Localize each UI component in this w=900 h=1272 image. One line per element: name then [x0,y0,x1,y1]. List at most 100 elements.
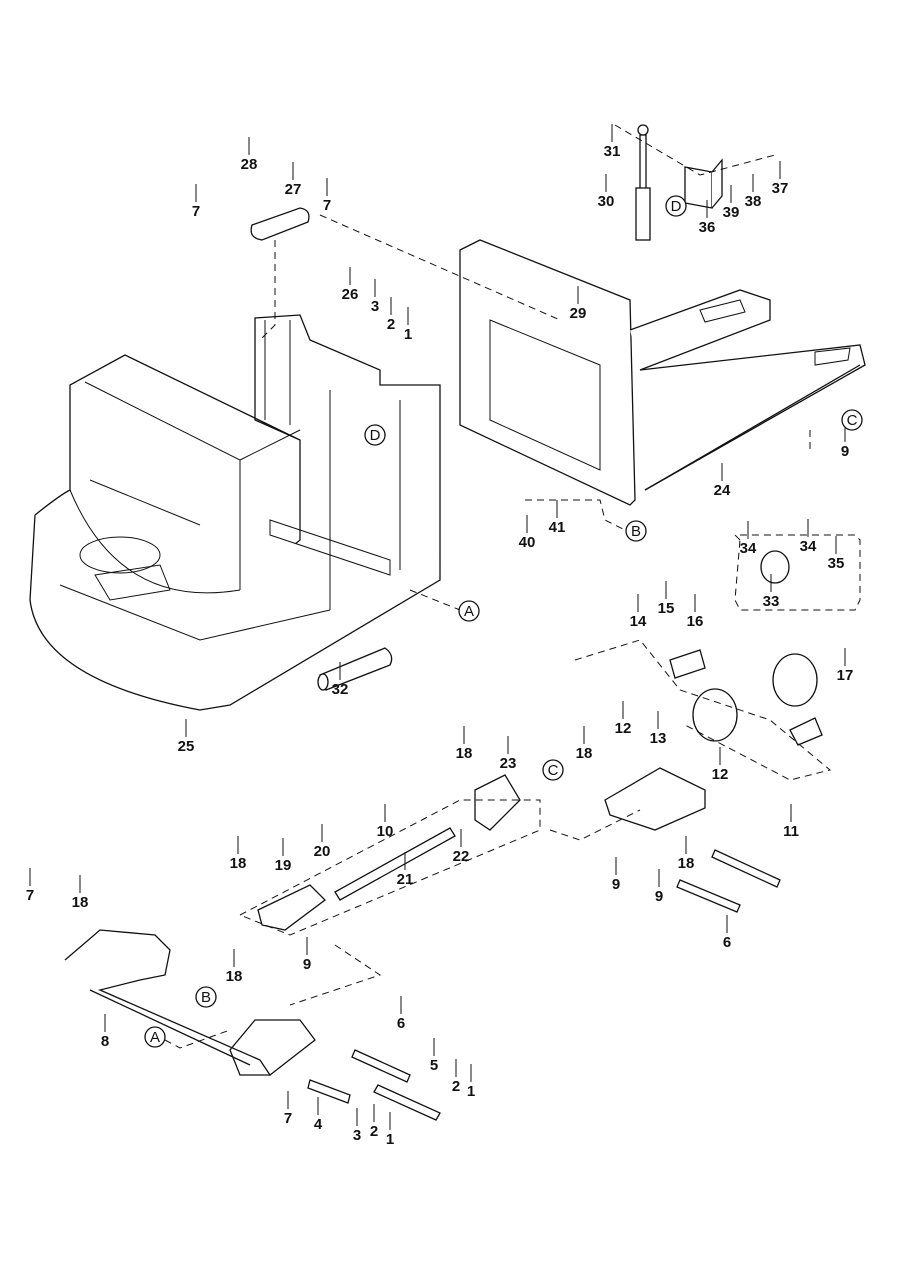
reference-marker-a: A [458,600,480,622]
part-label: 14 [630,613,647,630]
part-label: 2 [370,1123,378,1140]
reference-letter: C [847,412,858,429]
part-label: 21 [397,871,414,888]
reference-marker-a: A [144,1026,166,1048]
part-label: 1 [467,1083,475,1100]
part-label: 11 [783,823,799,840]
part-label: 31 [604,143,621,160]
reference-circle [841,409,863,431]
part-label: 10 [377,823,394,840]
reference-letter: A [150,1029,160,1046]
part-label: 18 [230,855,247,872]
part-label: 1 [386,1131,394,1148]
part-label: 19 [275,857,292,874]
gas-spring [635,124,651,241]
reference-marker-d: D [665,195,687,217]
part-label: 8 [101,1033,109,1050]
part-label: 15 [658,600,675,617]
part-label: 38 [745,193,762,210]
part-label: 24 [714,482,731,499]
link-arm [250,207,310,241]
part-label: 2 [452,1078,460,1095]
part-label: 9 [303,956,311,973]
part-label: 37 [772,180,789,197]
part-label: 34 [740,540,757,557]
push-rod [257,774,521,931]
part-label: 34 [800,538,817,555]
part-label: 5 [430,1057,438,1074]
reference-letter: A [464,603,474,620]
bogie [604,767,706,831]
part-label: 3 [371,298,379,315]
reference-letter: D [370,427,381,444]
bracket [684,158,723,209]
part-label: 25 [178,738,195,755]
reference-letter: D [671,198,682,215]
reference-circle [364,424,386,446]
part-label: 18 [576,745,593,762]
reference-marker-b: B [195,986,217,1008]
part-label: 6 [397,1015,405,1032]
part-label: 32 [332,681,349,698]
reference-circle [625,520,647,542]
part-label: 3 [353,1127,361,1144]
part-label: 39 [723,204,740,221]
part-label: 1 [404,326,412,343]
reference-markers: D D C B A C B A [144,195,863,1048]
reference-circle [195,986,217,1008]
part-label: 29 [570,305,587,322]
reference-circle [542,759,564,781]
reference-marker-c: C [542,759,564,781]
part-label: 26 [342,286,359,303]
load-wheels [669,550,823,746]
part-label: 28 [241,156,258,173]
reference-letter: B [201,989,211,1006]
part-label: 7 [26,887,34,904]
part-label: 23 [500,755,517,772]
reference-letter: C [548,762,559,779]
part-label: 30 [598,193,615,210]
part-label: 4 [314,1116,323,1133]
roller [317,647,393,691]
part-label: 13 [650,730,667,747]
reference-circle [458,600,480,622]
part-label: 18 [226,968,243,985]
part-label: 12 [615,720,632,737]
leader-lines [29,124,846,1130]
reference-circle [665,195,687,217]
part-label: 20 [314,843,331,860]
reference-marker-b: B [625,520,647,542]
assembly-lines [164,124,861,1049]
chassis-frame [29,314,441,711]
lever-arm [64,929,316,1076]
part-label: 40 [519,534,536,551]
part-label: 7 [192,203,200,220]
part-label: 35 [828,555,845,572]
reference-letter: B [631,523,641,540]
part-label: 9 [841,443,849,460]
part-label: 33 [763,593,780,610]
pins [307,849,781,1121]
part-label: 41 [549,519,566,536]
fork-frame [459,239,866,506]
part-label: 18 [456,745,473,762]
part-label: 17 [837,667,854,684]
part-label: 7 [323,197,331,214]
part-label: 18 [72,894,89,911]
reference-circle [144,1026,166,1048]
part-label: 27 [285,181,302,198]
reference-marker-c: C [841,409,863,431]
part-label: 12 [712,766,729,783]
part-label: 18 [678,855,695,872]
part-label: 6 [723,934,731,951]
part-label: 22 [453,848,470,865]
part-label: 7 [284,1110,292,1127]
part-label: 9 [612,876,620,893]
part-label: 16 [687,613,704,630]
part-label: 9 [655,888,663,905]
part-label: 2 [387,316,395,333]
reference-marker-d: D [364,424,386,446]
part-label: 36 [699,219,716,236]
